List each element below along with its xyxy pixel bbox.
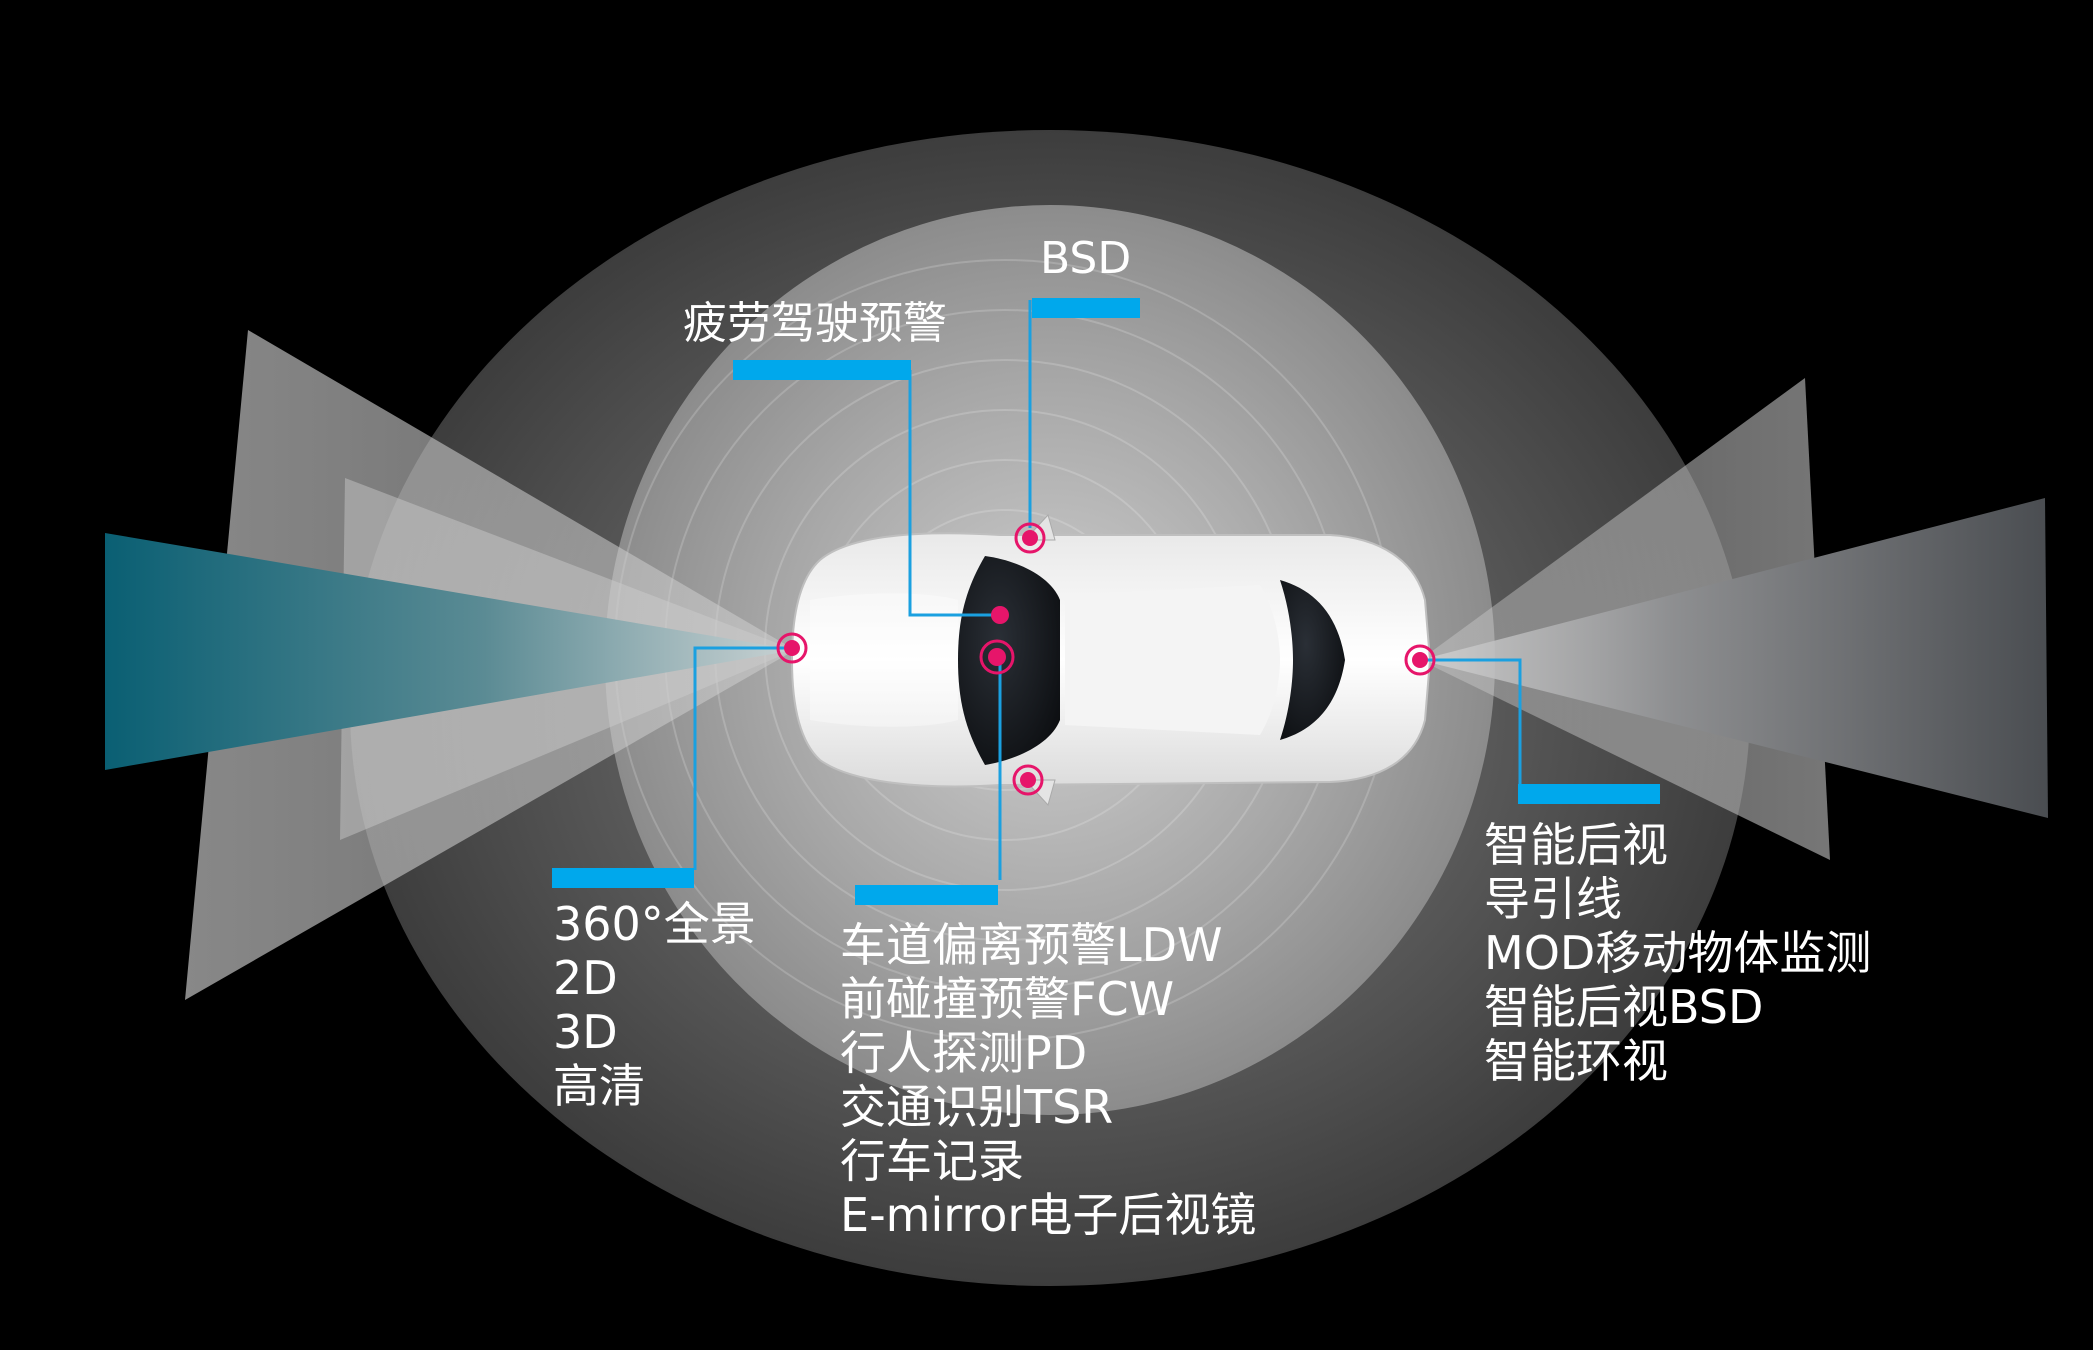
front-camera-features: 车道偏离预警LDW 前碰撞预警FCW 行人探测PD 交通识别TSR 行车记录 E… — [840, 918, 1256, 1242]
front-camera-beam — [105, 533, 795, 770]
rear-camera-label-bar — [1518, 784, 1660, 804]
rear-feature-item: MOD移动物体监测 — [1484, 926, 1872, 980]
bsd-label-bar — [1032, 298, 1140, 318]
rear-feature-item: 导引线 — [1484, 872, 1622, 926]
mirror-bottom-sensor-dot-icon — [1012, 764, 1044, 796]
rear-sensor-dot-icon — [1404, 644, 1436, 676]
front-feature-item: 车道偏离预警LDW — [840, 918, 1223, 972]
mirror-top-sensor-dot-icon — [1014, 522, 1046, 554]
rear-feature-item: 智能环视 — [1484, 1034, 1668, 1088]
fatigue-warning-label: 疲劳驾驶预警 — [683, 298, 947, 349]
fatigue-label-bar — [733, 360, 911, 380]
front-camera-label-bar — [855, 885, 998, 905]
surround-feature-item: 360°全景 — [553, 897, 756, 951]
sensor-markers — [776, 522, 1436, 796]
front-feature-item: E-mirror电子后视镜 — [840, 1188, 1257, 1242]
rear-camera-features: 智能后视 导引线 MOD移动物体监测 智能后视BSD 智能环视 — [1484, 818, 1871, 1088]
front-feature-item: 行人探测PD — [840, 1026, 1088, 1080]
surround-feature-item: 2D — [553, 951, 618, 1005]
car-top-view-icon — [790, 514, 1432, 806]
front-feature-item: 行车记录 — [840, 1134, 1024, 1188]
surround-label-bar — [552, 868, 694, 888]
windshield-sensor-dot-icon — [979, 639, 1015, 675]
rear-feature-item: 智能后视 — [1484, 818, 1668, 872]
leader-lines — [693, 300, 1522, 880]
bsd-label: BSD — [1040, 233, 1132, 284]
front-feature-item: 前碰撞预警FCW — [840, 972, 1175, 1026]
surround-feature-item: 3D — [553, 1005, 618, 1059]
surround-view-features: 360°全景 2D 3D 高清 — [553, 897, 756, 1113]
rear-feature-item: 智能后视BSD — [1484, 980, 1764, 1034]
rear-camera-beam — [1420, 498, 2048, 818]
cabin-sensor-dot-icon — [991, 606, 1009, 624]
surround-feature-item: 高清 — [553, 1059, 645, 1113]
label-bars — [552, 298, 1660, 905]
front-sensor-dot-icon — [776, 632, 808, 664]
front-feature-item: 交通识别TSR — [840, 1080, 1114, 1134]
